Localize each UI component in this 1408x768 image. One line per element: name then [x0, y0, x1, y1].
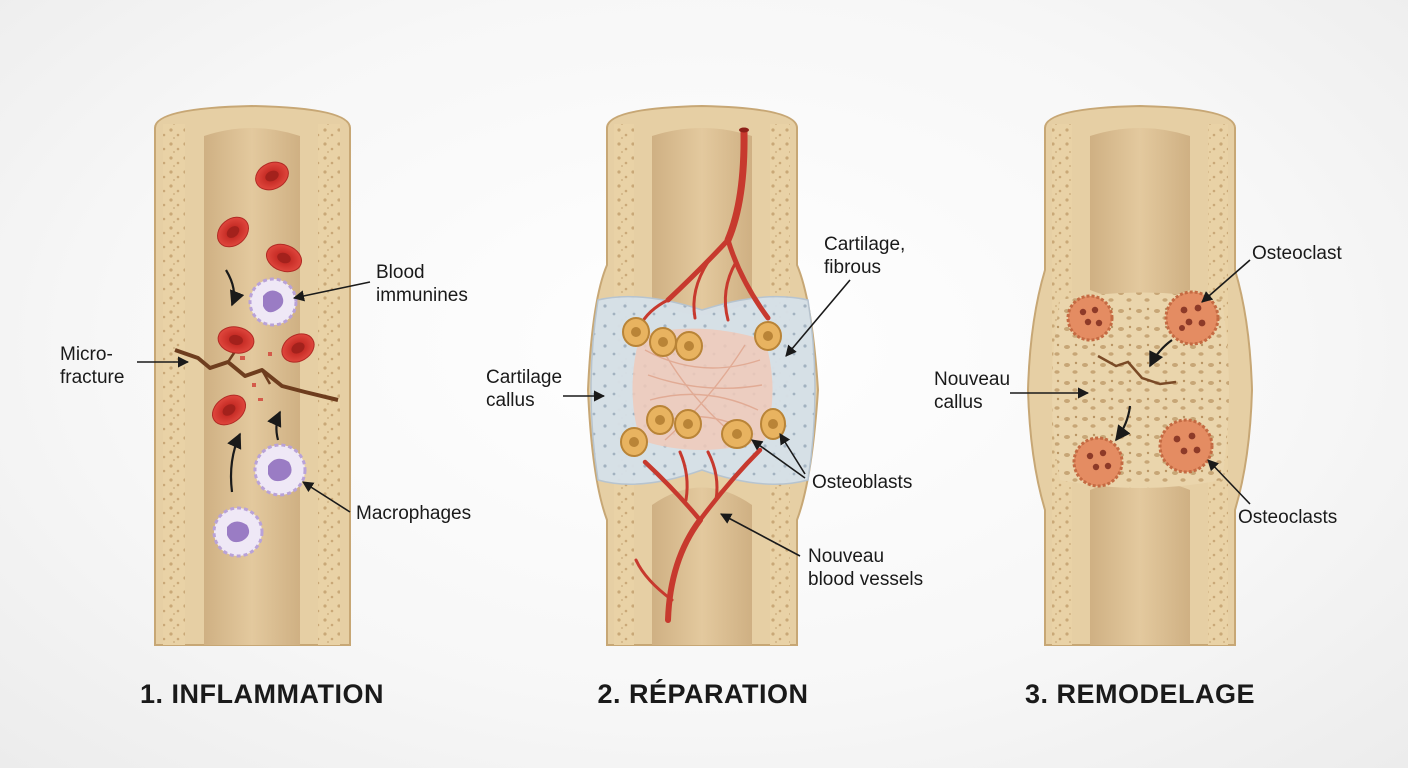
- panel-title-reparation: 2. RÉPARATION: [597, 678, 808, 709]
- label-cartilage-callus: Cartilage callus: [486, 367, 567, 411]
- osteoclast-bottom-right: [1160, 420, 1212, 472]
- label-microfracture: Micro- fracture: [60, 344, 124, 388]
- label-blood-immune: Blood immunines: [376, 262, 468, 306]
- marrow-cavity-upper: [1090, 128, 1190, 300]
- immune-cell-1: [250, 279, 296, 325]
- panel-inflammation: Blood immunines Micro- fracture Macropha…: [60, 106, 471, 709]
- label-macrophages: Macrophages: [356, 503, 471, 524]
- marrow-cavity-lower: [1090, 480, 1190, 645]
- vessel-top-opening: [739, 128, 749, 133]
- osteoclast-bottom-left: [1074, 438, 1122, 486]
- label-osteoclast: Osteoclast: [1252, 243, 1342, 264]
- label-new-callus: Nouveau callus: [934, 369, 1015, 413]
- panel-title-remodelage: 3. REMODELAGE: [1025, 679, 1255, 709]
- label-cartilage-fibrous: Cartilage, fibrous: [824, 234, 911, 278]
- panel-reparation: Cartilage, fibrous Cartilage callus Oste…: [486, 106, 923, 709]
- label-osteoblasts: Osteoblasts: [812, 472, 912, 493]
- macrophage-2: [214, 508, 262, 556]
- macrophage-1: [255, 445, 305, 495]
- osteoclast-top-left: [1068, 296, 1112, 340]
- cortex-right: [318, 124, 340, 645]
- label-osteoclasts: Osteoclasts: [1238, 507, 1337, 528]
- panel-remodelage: Osteoclast Nouveau callus Osteoclasts 3.…: [934, 106, 1342, 709]
- osteoclast-top-right: [1166, 292, 1218, 344]
- label-new-vessels: Nouveau blood vessels: [808, 546, 923, 590]
- cortex-left: [163, 124, 185, 645]
- panel-title-inflammation: 1. INFLAMMATION: [140, 679, 384, 709]
